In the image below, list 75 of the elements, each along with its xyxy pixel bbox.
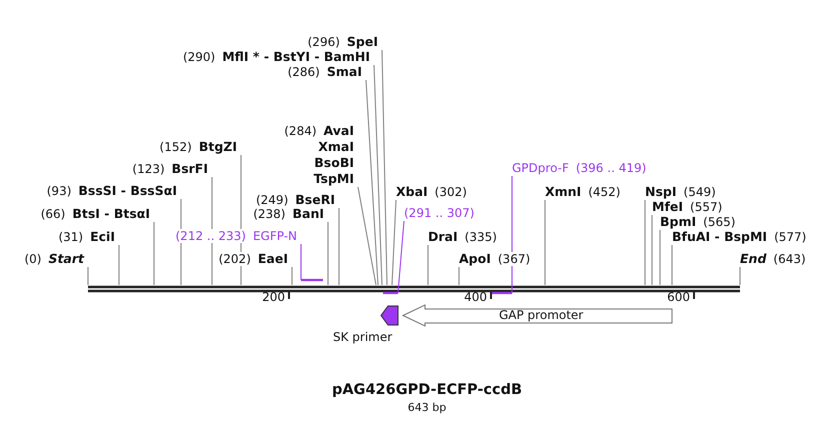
leader-line [398,220,404,294]
site-position: (31) [58,230,84,244]
primer-label: (291 .. 307) [404,206,474,220]
leader-line [366,80,378,286]
enzyme-name: SpeI [346,34,378,49]
site-position: (565) [703,215,736,229]
enzyme-name: BssSI - BssSαI [78,183,177,198]
enzyme-name: MfeI [652,199,684,214]
scale-label: 200 [262,290,285,304]
leader-line [458,266,460,286]
site-position: (202) [218,252,251,266]
leader-line [300,244,302,280]
sequence-length: 643 bp [406,401,448,414]
scale-label: 400 [464,290,487,304]
site-position: (290) [182,50,216,64]
enzyme-name: AvaI [324,123,354,138]
leader-line [338,208,340,286]
site-position: (452) [588,185,620,199]
site-position: (249) [256,193,288,207]
enzyme-name: DraI [428,229,458,244]
site-position: (296) [308,35,340,49]
site-position: (238) [253,207,286,221]
primer-site-bracket [490,292,512,294]
leader-line [544,200,546,286]
leader-line [374,64,382,286]
enzyme-name: EaeI [258,251,288,266]
sequence-backbone [88,286,740,292]
site-position: (557) [690,200,722,214]
enzyme-name: ApoI [459,251,491,266]
site-position: (302) [434,185,467,199]
site-position: (286) [288,65,320,79]
primer-site-bracket [301,278,323,282]
enzyme-name: BsoBI [314,155,354,170]
enzyme-name: NspI [645,184,677,199]
enzyme-name: BtgZI [198,139,237,154]
site-position: (549) [684,185,716,199]
leader-line [382,50,388,286]
feature-label: GAP promoter [499,308,584,322]
site-position: (577) [774,230,806,244]
enzyme-name: BpmI [660,214,696,229]
enzyme-name: SmaI [326,64,362,79]
enzyme-name: BfuAI - BspMI [672,229,768,244]
feature-label: SK primer [333,330,392,344]
enzyme-name: XmaI [318,139,354,154]
primer-site-bracket [383,292,398,294]
site-position: (643) [773,252,806,266]
enzyme-name: BanI [292,206,324,221]
leader-line [392,200,396,286]
scale-label: 600 [667,290,690,304]
primer-label: EGFP-N [252,229,297,243]
site-position: (123) [132,162,165,176]
site-position: (66) [40,207,66,221]
site-position: (367) [498,252,530,266]
primer-label: (396 .. 419) [576,161,646,175]
primer-label: (212 .. 233) [176,229,246,243]
site-position: (93) [46,184,72,198]
leader-line [358,186,376,286]
site-position: (0) [24,252,42,266]
enzyme-name: TspMI [314,171,354,186]
enzyme-name: XbaI [396,184,428,199]
site-position: (284) [284,124,317,138]
primer-label: GPDpro-F [512,161,569,175]
leader-line [118,244,120,286]
end-marker: End [740,251,766,266]
enzyme-name: BseRI [295,192,335,207]
leader-line [644,200,646,286]
map-title: pAG426GPD-ECFP-ccdB [330,382,524,398]
enzyme-name: MflI * - BstYI - BamHI [222,49,370,64]
enzyme-name: EciI [90,229,115,244]
enzyme-name: BtsI - BtsαI [72,206,150,221]
site-position: (335) [464,230,497,244]
end-marker: Start [48,251,84,266]
enzyme-name: XmnI [545,184,582,199]
enzyme-name: BsrFI [172,161,208,176]
site-position: (152) [160,140,192,154]
